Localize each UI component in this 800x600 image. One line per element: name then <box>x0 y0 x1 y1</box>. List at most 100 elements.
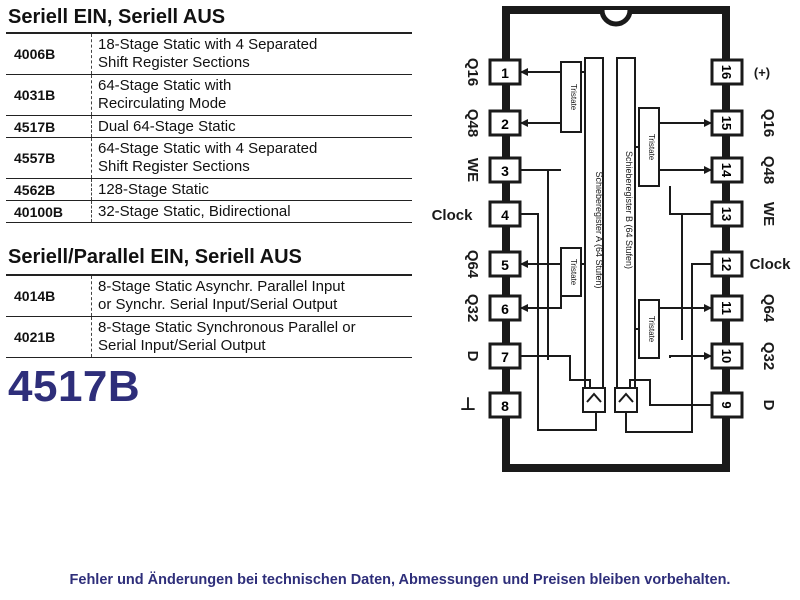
table-row: 40100B 32-Stage Static, Bidirectional <box>6 201 412 223</box>
pin-label: Q48 <box>760 156 777 184</box>
pin-label: Q48 <box>464 109 481 137</box>
pin-number: 16 <box>719 65 734 79</box>
pin-number: 8 <box>501 398 509 414</box>
pin-label: (+) <box>754 65 770 80</box>
part-description: 18-Stage Static with 4 Separated Shift R… <box>92 36 317 72</box>
part-description: 8-Stage Static Synchronous Parallel or S… <box>92 319 356 355</box>
part-code: 4006B <box>6 34 92 74</box>
pin-label: Clock <box>750 256 792 273</box>
pin-label: Q16 <box>760 109 777 137</box>
pin-number: 14 <box>719 163 734 178</box>
pin-label: WE <box>464 158 481 182</box>
pin-number: 1 <box>501 65 509 81</box>
pin-number: 5 <box>501 257 509 273</box>
description-line: 32-Stage Static, Bidirectional <box>98 202 291 220</box>
description-line: Recirculating Mode <box>98 95 227 112</box>
pin-label: Q32 <box>464 294 481 322</box>
pin-number: 4 <box>501 207 509 223</box>
part-description: 64-Stage Static with Recirculating Mode <box>92 77 231 113</box>
package-notch <box>599 9 633 27</box>
part-code: 4557B <box>6 138 92 178</box>
pin-5: 5 <box>488 250 522 278</box>
description-line: 64-Stage Static with 4 Separated <box>98 140 318 157</box>
register-b-label: Schieberegister B (64 Stufen) <box>624 151 634 269</box>
part-code: 4014B <box>6 276 92 316</box>
part-code: 4517B <box>6 116 92 137</box>
description-line: Dual 64-Stage Static <box>98 117 236 135</box>
pinout-diagram: 1 2 3 4 5 6 7 8 16 15 14 13 12 11 10 9 Q… <box>432 6 792 472</box>
register-a-label: Schieberegister A (64 Stufen) <box>594 171 604 288</box>
left-pin-labels: Q16 Q48 WE Clock Q64 Q32 D ⊥ <box>432 58 481 414</box>
ground-symbol: ⊥ <box>460 394 476 414</box>
pin-15: 15 <box>710 109 744 137</box>
pin-14: 14 <box>710 156 744 184</box>
wiring-right <box>625 122 712 433</box>
register-a <box>560 57 604 401</box>
right-pins: 16 15 14 13 12 11 10 9 <box>710 58 744 419</box>
part-code: 40100B <box>6 201 92 222</box>
part-code: 4031B <box>6 75 92 115</box>
pin-8: 8 <box>488 391 522 419</box>
description-line: Serial Input/Serial Output <box>98 337 266 354</box>
right-pin-labels: (+) Q16 Q48 WE Clock Q64 Q32 D <box>750 65 792 411</box>
serial-parallel-table: 4014B 8-Stage Static Asynchr. Parallel I… <box>6 274 412 358</box>
wiring-left <box>520 71 597 431</box>
pin-number: 2 <box>501 116 509 132</box>
pin-number: 10 <box>719 349 734 363</box>
pin-number: 7 <box>501 349 509 365</box>
pin-number: 3 <box>501 163 509 179</box>
table-row: 4021B 8-Stage Static Synchronous Paralle… <box>6 317 412 358</box>
tristate-a1-label: Tristate <box>569 84 578 111</box>
pin-9: 9 <box>710 391 744 419</box>
description-line: 64-Stage Static with <box>98 77 232 94</box>
part-description: 32-Stage Static, Bidirectional <box>92 203 291 221</box>
description-line: 128-Stage Static <box>98 180 209 198</box>
part-description: 8-Stage Static Asynchr. Parallel Input o… <box>92 278 345 314</box>
pin-6: 6 <box>488 294 522 322</box>
description-line: 18-Stage Static with 4 Separated <box>98 36 318 53</box>
pin-number: 12 <box>719 257 734 271</box>
input-blocks <box>582 387 638 413</box>
table-row: 4557B 64-Stage Static with 4 Separated S… <box>6 138 412 179</box>
part-description: Dual 64-Stage Static <box>92 118 236 136</box>
table-row: 4517B Dual 64-Stage Static <box>6 116 412 138</box>
pin-16: 16 <box>710 58 744 86</box>
part-code: 4021B <box>6 317 92 357</box>
register-b <box>616 57 660 401</box>
part-number-heading: 4517B <box>8 362 141 411</box>
pin-label: D <box>760 400 777 411</box>
description-line: 8-Stage Static Synchronous Parallel or <box>98 319 356 336</box>
table-row: 4014B 8-Stage Static Asynchr. Parallel I… <box>6 276 412 317</box>
pin-number: 6 <box>501 301 509 317</box>
signal-arrows <box>520 68 712 360</box>
pin-1: 1 <box>488 58 522 86</box>
pin-number: 15 <box>719 116 734 130</box>
disclaimer: Fehler und Änderungen bei technischen Da… <box>69 572 731 588</box>
section-title-serial-parallel: Seriell/Parallel EIN, Seriell AUS <box>8 246 302 268</box>
pin-13: 13 <box>710 200 744 228</box>
pin-7: 7 <box>488 342 522 370</box>
description-line: 8-Stage Static Asynchr. Parallel Input <box>98 278 345 295</box>
description-line: or Synchr. Serial Input/Serial Output <box>98 296 338 313</box>
pin-12: 12 <box>710 250 744 278</box>
pin-2: 2 <box>488 109 522 137</box>
part-description: 64-Stage Static with 4 Separated Shift R… <box>92 140 317 176</box>
pin-number: 13 <box>719 207 734 221</box>
pin-label: Q64 <box>464 250 481 279</box>
part-code: 4562B <box>6 179 92 200</box>
tristate-b2-label: Tristate <box>647 316 656 343</box>
section-title-serial: Seriell EIN, Seriell AUS <box>8 6 226 28</box>
pin-label: Q32 <box>760 342 777 370</box>
part-description: 128-Stage Static <box>92 181 209 199</box>
pin-label: WE <box>760 202 777 226</box>
description-line: Shift Register Sections <box>98 54 250 71</box>
pin-label: Clock <box>432 207 474 224</box>
pin-3: 3 <box>488 156 522 184</box>
pin-label: D <box>464 351 481 362</box>
pin-number: 11 <box>719 301 734 315</box>
pin-10: 10 <box>710 342 744 370</box>
pin-4: 4 <box>488 200 522 228</box>
tristate-a2-label: Tristate <box>569 259 578 286</box>
pin-label: Q16 <box>464 58 481 86</box>
description-line: Shift Register Sections <box>98 158 250 175</box>
